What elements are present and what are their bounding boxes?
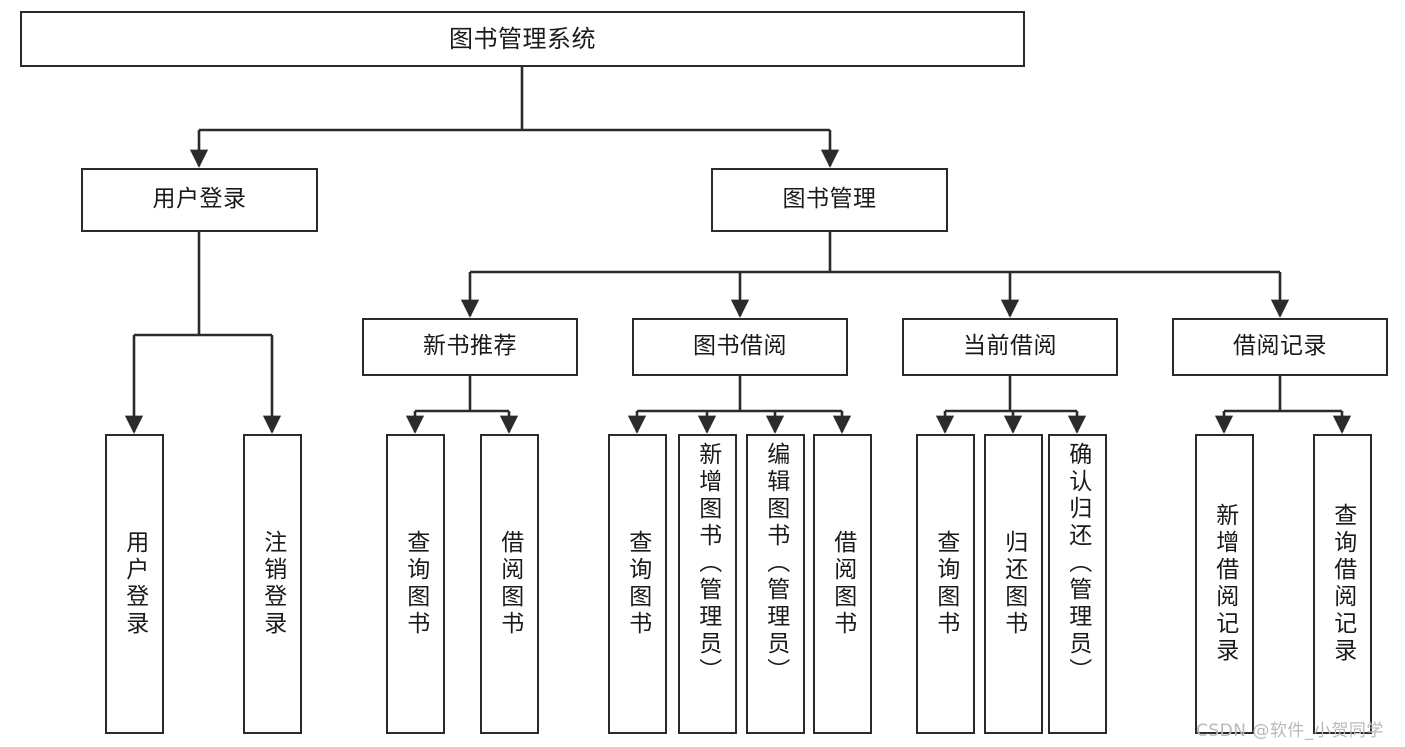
node-leaf-borrow-book[interactable]: 借阅图书 <box>813 434 872 734</box>
node-new-book-recommend[interactable]: 新书推荐 <box>362 318 578 376</box>
node-leaf-user-login-label: 用户登录 <box>121 530 148 638</box>
node-user-login-label: 用户登录 <box>152 186 247 213</box>
node-leaf-query-book-newbook[interactable]: 查询图书 <box>386 434 445 734</box>
node-leaf-add-borrow-record-label: 新增借阅记录 <box>1211 503 1238 665</box>
node-book-management[interactable]: 图书管理 <box>711 168 948 232</box>
node-leaf-return-book-label: 归还图书 <box>1000 530 1027 638</box>
node-leaf-query-book-borrow-label: 查询图书 <box>624 530 651 638</box>
node-borrow-record-label: 借阅记录 <box>1233 333 1327 360</box>
node-leaf-query-borrow-record[interactable]: 查询借阅记录 <box>1313 434 1372 734</box>
node-leaf-query-book-current[interactable]: 查询图书 <box>916 434 975 734</box>
node-current-borrow[interactable]: 当前借阅 <box>902 318 1118 376</box>
node-borrow-record[interactable]: 借阅记录 <box>1172 318 1388 376</box>
node-root-system[interactable]: 图书管理系统 <box>20 11 1025 67</box>
node-root-system-label: 图书管理系统 <box>449 24 596 53</box>
node-leaf-query-book-newbook-label: 查询图书 <box>402 530 429 638</box>
node-leaf-borrow-book-label: 借阅图书 <box>829 530 856 638</box>
node-leaf-logout[interactable]: 注销登录 <box>243 434 302 734</box>
node-current-borrow-label: 当前借阅 <box>963 333 1057 360</box>
node-book-management-label: 图书管理 <box>782 186 877 213</box>
node-book-borrow-label: 图书借阅 <box>693 333 787 360</box>
node-leaf-query-book-borrow[interactable]: 查询图书 <box>608 434 667 734</box>
node-leaf-borrow-book-newbook-label: 借阅图书 <box>496 530 523 638</box>
node-user-login[interactable]: 用户登录 <box>81 168 318 232</box>
node-leaf-confirm-return-admin[interactable]: 确认归还（管理员） <box>1048 434 1107 734</box>
node-leaf-add-book-admin-label: 新增图书（管理员） <box>694 442 721 685</box>
node-leaf-borrow-book-newbook[interactable]: 借阅图书 <box>480 434 539 734</box>
node-leaf-add-book-admin[interactable]: 新增图书（管理员） <box>678 434 737 734</box>
node-leaf-add-borrow-record[interactable]: 新增借阅记录 <box>1195 434 1254 734</box>
node-leaf-query-book-current-label: 查询图书 <box>932 530 959 638</box>
node-leaf-return-book[interactable]: 归还图书 <box>984 434 1043 734</box>
node-leaf-query-borrow-record-label: 查询借阅记录 <box>1329 503 1356 665</box>
node-leaf-user-login[interactable]: 用户登录 <box>105 434 164 734</box>
node-leaf-edit-book-admin-label: 编辑图书（管理员） <box>762 442 789 685</box>
node-new-book-recommend-label: 新书推荐 <box>423 333 517 360</box>
csdn-watermark: CSDN @软件_小贺同学 <box>1196 721 1384 741</box>
node-leaf-edit-book-admin[interactable]: 编辑图书（管理员） <box>746 434 805 734</box>
node-book-borrow[interactable]: 图书借阅 <box>632 318 848 376</box>
node-leaf-confirm-return-admin-label: 确认归还（管理员） <box>1064 442 1091 685</box>
node-leaf-logout-label: 注销登录 <box>259 530 286 638</box>
